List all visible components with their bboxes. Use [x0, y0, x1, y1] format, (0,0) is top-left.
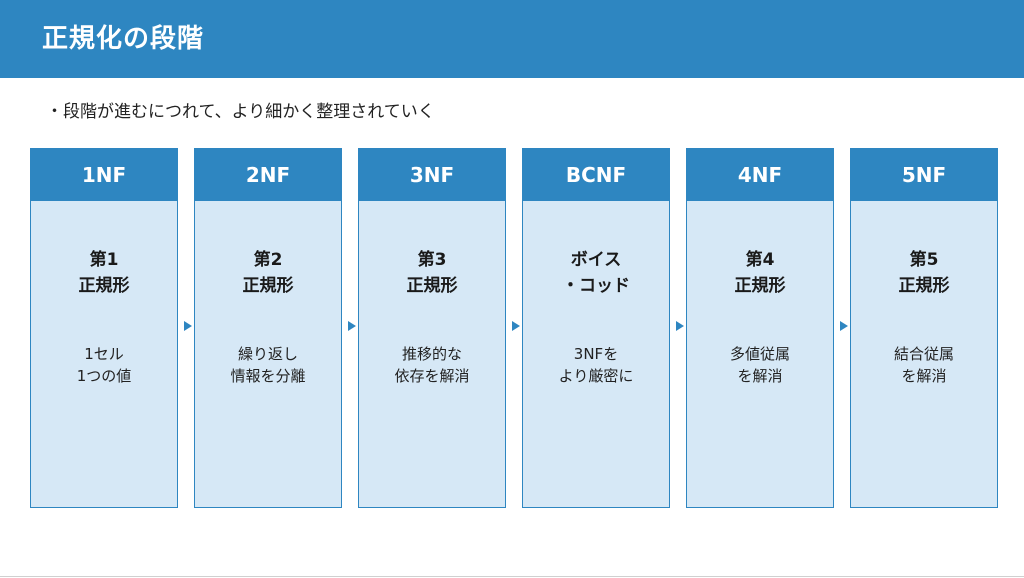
stage-desc: 3NFを より厳密に	[558, 345, 634, 385]
bottom-divider	[0, 576, 1024, 577]
stage-1nf: 1NF 第1 正規形 1セル 1つの値	[30, 148, 178, 508]
stage-name: 第2 正規形	[242, 250, 294, 296]
stage-name: ボイス ・コッド	[562, 250, 630, 296]
stage-3nf: 3NF 第3 正規形 推移的な 依存を解消	[358, 148, 506, 508]
stage-desc: 1セル 1つの値	[76, 345, 132, 385]
arrow-right-icon	[184, 321, 192, 331]
stage-4nf: 4NF 第4 正規形 多値従属 を解消	[686, 148, 834, 508]
arrow-right-icon	[348, 321, 356, 331]
stage-label: 5NF	[851, 149, 997, 201]
stage-label: 3NF	[359, 149, 505, 201]
arrow-right-icon	[840, 321, 848, 331]
stage-desc: 推移的な 依存を解消	[394, 345, 470, 385]
stage-desc: 結合従属 を解消	[893, 345, 954, 385]
stage-label: 4NF	[687, 149, 833, 201]
stage-label: 2NF	[195, 149, 341, 201]
stage-label: BCNF	[523, 149, 669, 201]
title-bar: 正規化の段階	[0, 0, 1024, 78]
arrow-right-icon	[512, 321, 520, 331]
stage-desc: 繰り返し 情報を分離	[230, 345, 306, 385]
page-title: 正規化の段階	[42, 24, 205, 54]
stage-name: 第3 正規形	[406, 250, 458, 296]
bullet-text: ・段階が進むにつれて、より細かく整理されていく	[46, 102, 435, 122]
stage-desc: 多値従属 を解消	[729, 345, 790, 385]
stage-name: 第5 正規形	[898, 250, 950, 296]
stage-5nf: 5NF 第5 正規形 結合従属 を解消	[850, 148, 998, 508]
stage-2nf: 2NF 第2 正規形 繰り返し 情報を分離	[194, 148, 342, 508]
stage-label: 1NF	[31, 149, 177, 201]
stage-name: 第1 正規形	[78, 250, 130, 296]
arrow-right-icon	[676, 321, 684, 331]
stage-name: 第4 正規形	[734, 250, 786, 296]
stage-bcnf: BCNF ボイス ・コッド 3NFを より厳密に	[522, 148, 670, 508]
